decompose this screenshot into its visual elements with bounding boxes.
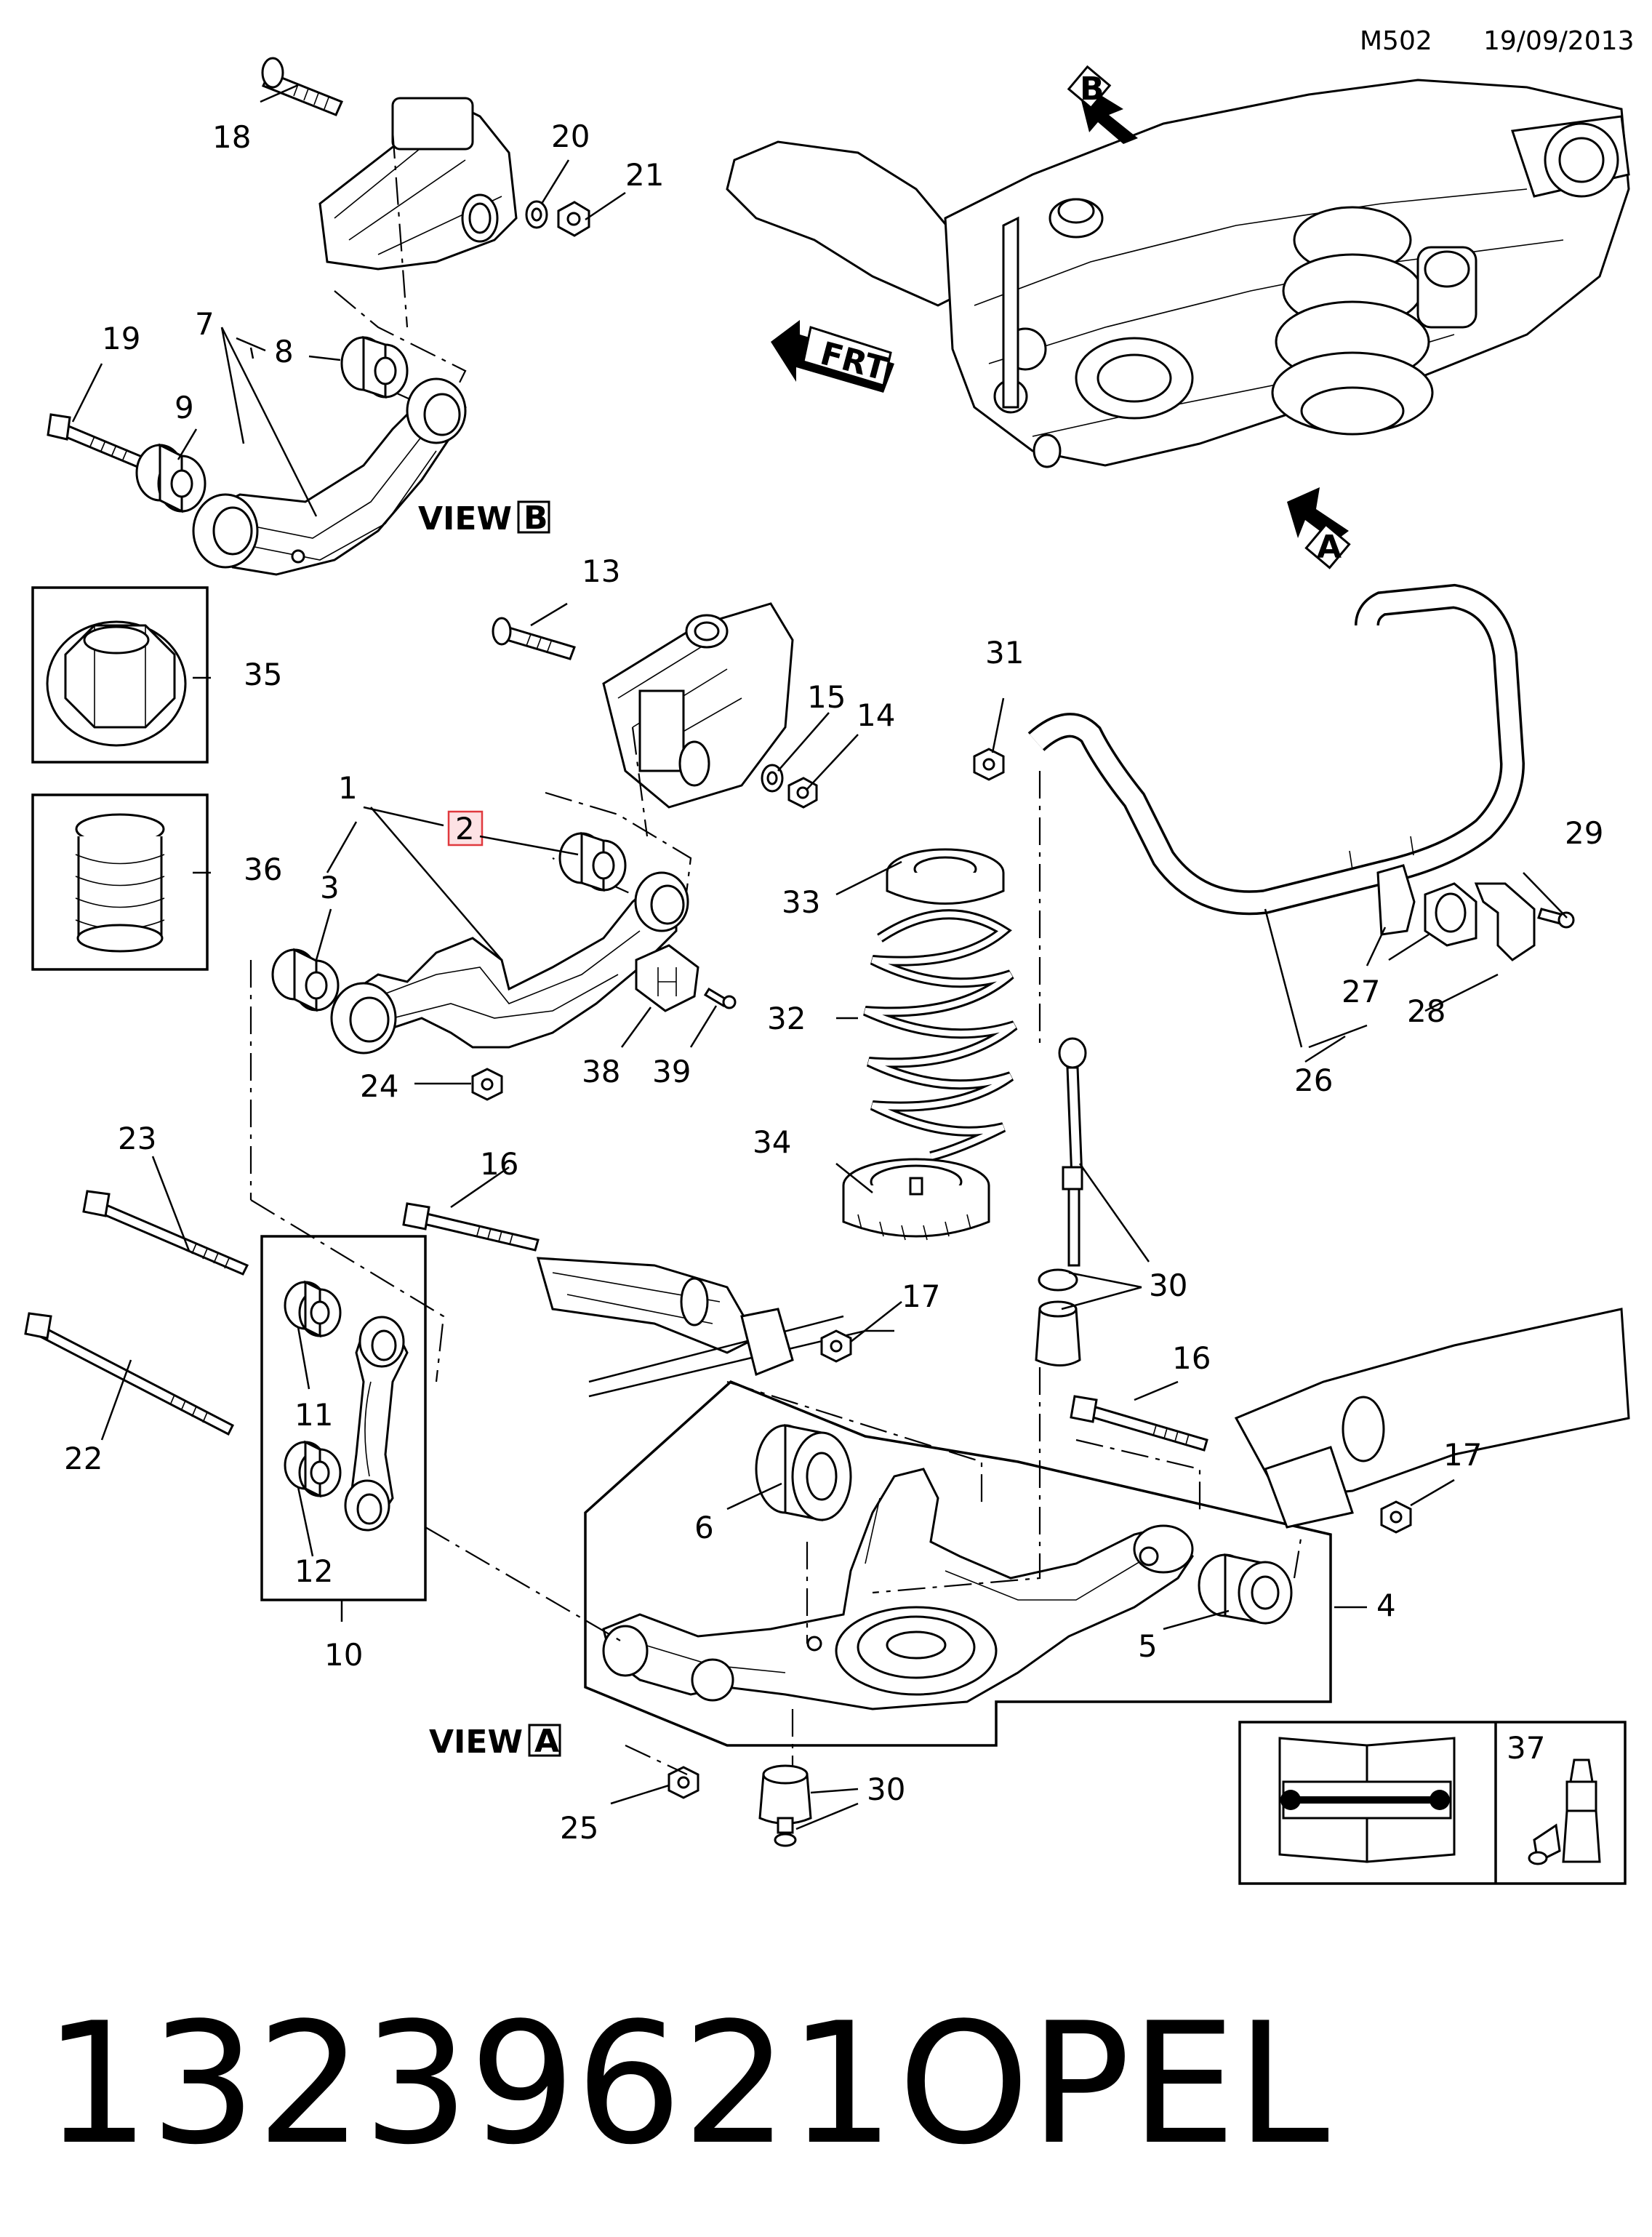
view-a-label: VIEW — [429, 1724, 523, 1761]
thread-locker-bottle-icon — [1528, 1758, 1601, 1865]
callout-leader-lines — [71, 84, 1568, 1830]
flange-nut-icon — [46, 620, 187, 747]
diagram-date: 19/09/2013 — [1483, 26, 1635, 56]
callout-28: 28 — [1407, 993, 1446, 1029]
callout-11: 11 — [294, 1397, 333, 1433]
view-b-arrow-letter: B — [1080, 71, 1104, 108]
callout-16-right: 16 — [1172, 1340, 1211, 1376]
view-a-letter-box — [528, 1724, 561, 1757]
callout-23: 23 — [118, 1121, 156, 1156]
callout-12: 12 — [294, 1553, 333, 1589]
callout-18: 18 — [212, 119, 251, 155]
view-b-arrow: B — [1067, 65, 1138, 144]
callout-31: 31 — [985, 635, 1024, 671]
inset-box-35 — [31, 586, 209, 764]
repair-manual-icon — [1278, 1737, 1456, 1863]
front-direction-label: FRT — [817, 335, 891, 388]
callout-17-right: 17 — [1443, 1437, 1482, 1473]
callout-35: 35 — [244, 657, 282, 692]
callout-numbers: 18 20 21 19 7 8 9 35 36 1 2 3 13 15 14 3… — [64, 119, 1603, 1846]
lower-control-arm-assembly — [402, 1202, 1630, 1847]
bump-stop-boot-icon — [75, 813, 165, 953]
callout-16-mid: 16 — [480, 1146, 518, 1182]
callout-25: 25 — [560, 1810, 598, 1846]
callout-15: 15 — [807, 679, 846, 715]
callout-36: 36 — [244, 852, 282, 887]
diagram-code: M502 — [1360, 26, 1432, 56]
trailing-link-group-box — [260, 1235, 427, 1601]
callout-9: 9 — [175, 390, 194, 425]
callout-24: 24 — [360, 1068, 398, 1104]
callout-7: 7 — [195, 306, 214, 342]
callout-2: 2 — [455, 811, 475, 847]
stabilizer-bar-assembly — [973, 583, 1575, 1366]
part-number: 13239621 — [44, 1988, 895, 2182]
callout-22: 22 — [64, 1441, 103, 1476]
callout-13: 13 — [582, 553, 620, 589]
callout-20: 20 — [551, 119, 590, 154]
lower-arm-group-outline — [584, 1380, 1332, 1747]
callout-26: 26 — [1294, 1063, 1333, 1098]
view-a-arrow: A — [1287, 487, 1351, 569]
callout-21: 21 — [625, 157, 664, 193]
callout-3: 3 — [320, 870, 340, 905]
callout-17-mid: 17 — [902, 1278, 940, 1314]
rear-subframe-overview — [726, 79, 1630, 468]
upper-control-arm-assembly — [249, 602, 818, 1200]
view-a-arrow-letter: A — [1317, 529, 1342, 566]
highlighted-callout-box — [447, 810, 484, 847]
inset-box-36 — [31, 793, 209, 971]
reference-box — [1238, 1721, 1627, 1885]
callout-34: 34 — [753, 1124, 791, 1160]
view-b-label-letter: B — [524, 500, 548, 537]
callout-5: 5 — [1138, 1628, 1158, 1664]
callout-39: 39 — [652, 1054, 691, 1089]
trailing-link-assembly — [24, 1190, 445, 1532]
callout-37: 37 — [1507, 1730, 1545, 1766]
callout-8: 8 — [274, 334, 294, 369]
front-direction-arrow: FRT — [771, 320, 894, 393]
callout-6: 6 — [694, 1510, 714, 1545]
callout-38: 38 — [582, 1054, 620, 1089]
callout-10: 10 — [324, 1637, 363, 1673]
callout-30-upper: 30 — [1149, 1268, 1187, 1303]
brand-name: OPEL — [898, 1988, 1329, 2182]
view-b-assembly — [47, 57, 590, 576]
coil-spring-assembly — [842, 848, 1018, 1241]
callout-4: 4 — [1376, 1588, 1396, 1623]
callout-33: 33 — [782, 884, 820, 920]
view-a-label-letter: A — [534, 1723, 559, 1760]
callout-27: 27 — [1342, 974, 1380, 1009]
view-b-letter-box — [517, 500, 550, 534]
callout-30-lower: 30 — [867, 1772, 905, 1807]
callout-14: 14 — [857, 697, 895, 733]
view-b-label: VIEW — [418, 500, 512, 537]
callout-1: 1 — [338, 770, 358, 806]
callout-19: 19 — [102, 321, 140, 356]
callout-32: 32 — [767, 1001, 806, 1036]
callout-29: 29 — [1565, 815, 1603, 851]
